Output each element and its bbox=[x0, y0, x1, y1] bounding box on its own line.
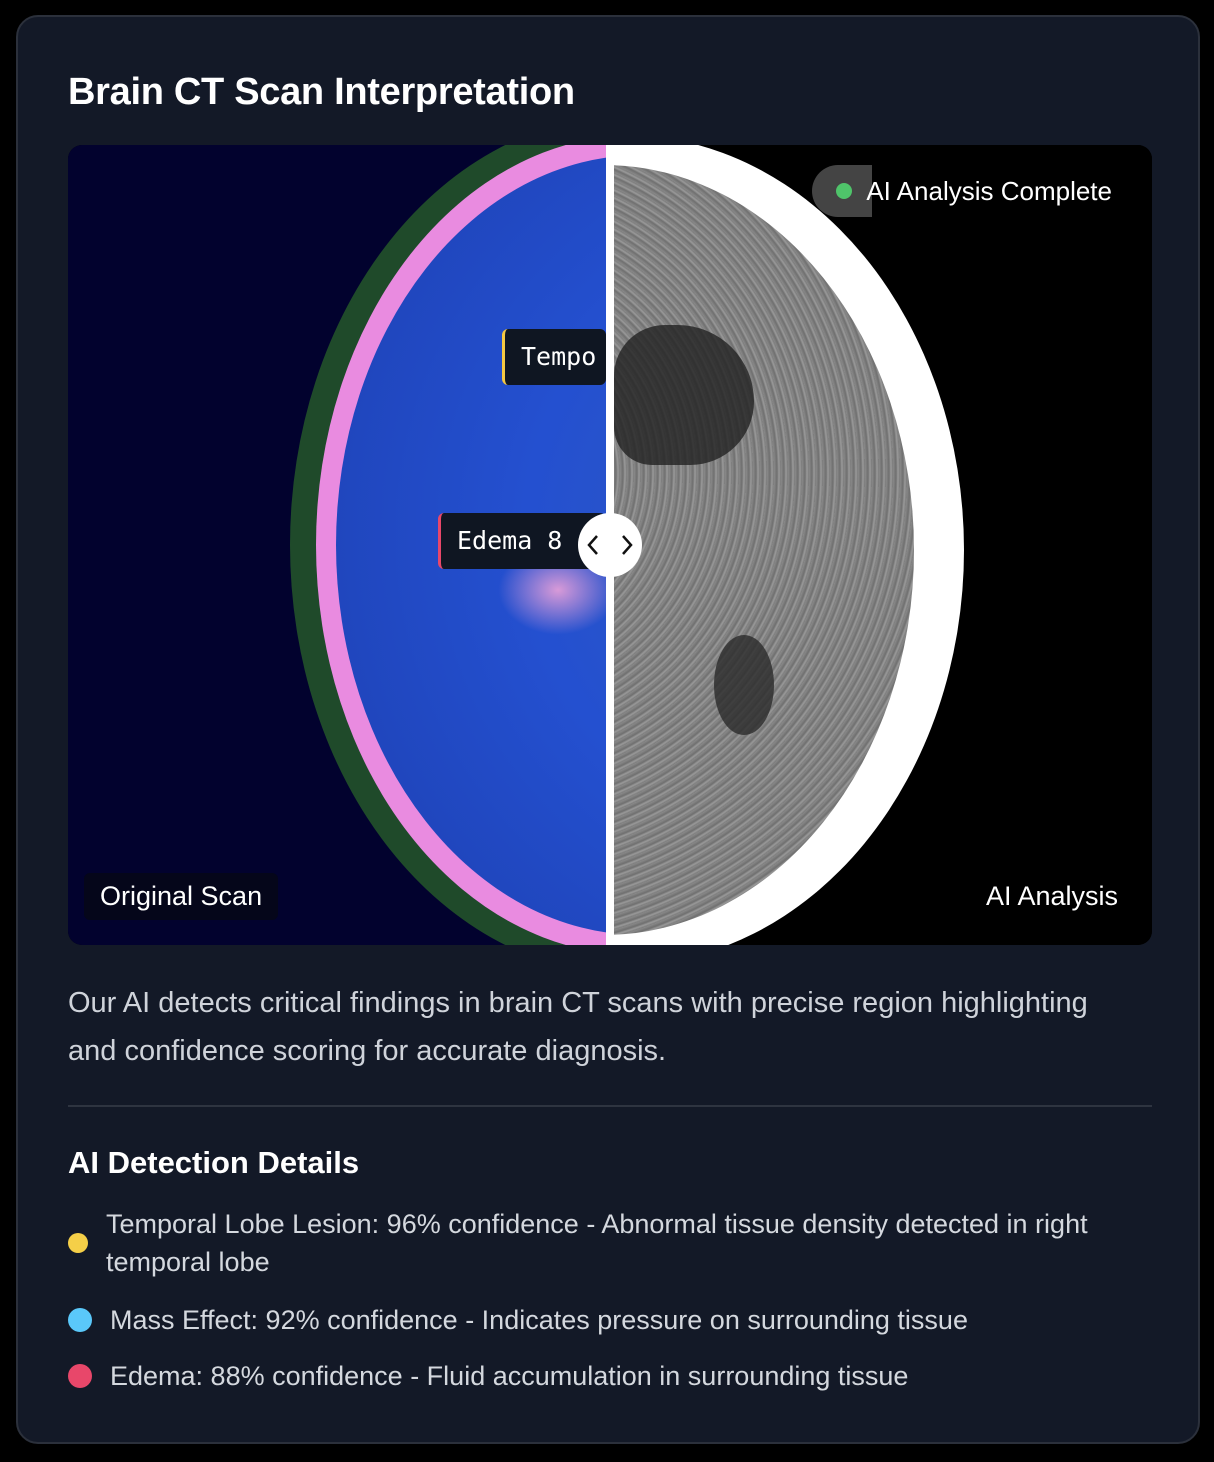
details-heading: AI Detection Details bbox=[68, 1145, 360, 1180]
card-title: Brain CT Scan Interpretation bbox=[68, 71, 575, 113]
status-badge: AI Analysis Complete bbox=[812, 165, 1134, 217]
original-scan-label: Original Scan bbox=[84, 873, 279, 920]
ct-scan-card: Brain CT Scan Interpretation Tempo Edema… bbox=[16, 15, 1200, 1444]
status-dot-icon bbox=[836, 183, 853, 199]
chevron-left-icon bbox=[587, 535, 598, 555]
detail-item: Mass Effect: 92% confidence - Indicates … bbox=[68, 1301, 968, 1339]
ai-analysis-label: AI Analysis bbox=[985, 881, 1118, 911]
status-text: AI Analysis Complete bbox=[866, 176, 1112, 206]
red-dot-icon bbox=[68, 1364, 92, 1388]
chevron-right-icon bbox=[622, 535, 633, 555]
slider-handle[interactable] bbox=[578, 513, 642, 577]
comparison-viewer[interactable]: Tempo Edema 8 Original Scan AI Analysis … bbox=[68, 145, 1152, 945]
description: Our AI detects critical findings in brai… bbox=[68, 987, 1088, 1067]
tag-temporal: Tempo bbox=[502, 329, 606, 385]
blue-dot-icon bbox=[68, 1308, 92, 1332]
ai-analysis-image: AI Analysis bbox=[614, 145, 1152, 945]
divider bbox=[68, 1105, 1152, 1107]
detail-item: Edema: 88% confidence - Fluid accumulati… bbox=[68, 1357, 908, 1395]
original-scan-image: Tempo Edema 8 Original Scan bbox=[68, 145, 606, 945]
detail-item: Temporal Lobe Lesion: 96% confidence - A… bbox=[68, 1205, 1128, 1281]
yellow-dot-icon bbox=[68, 1233, 88, 1253]
